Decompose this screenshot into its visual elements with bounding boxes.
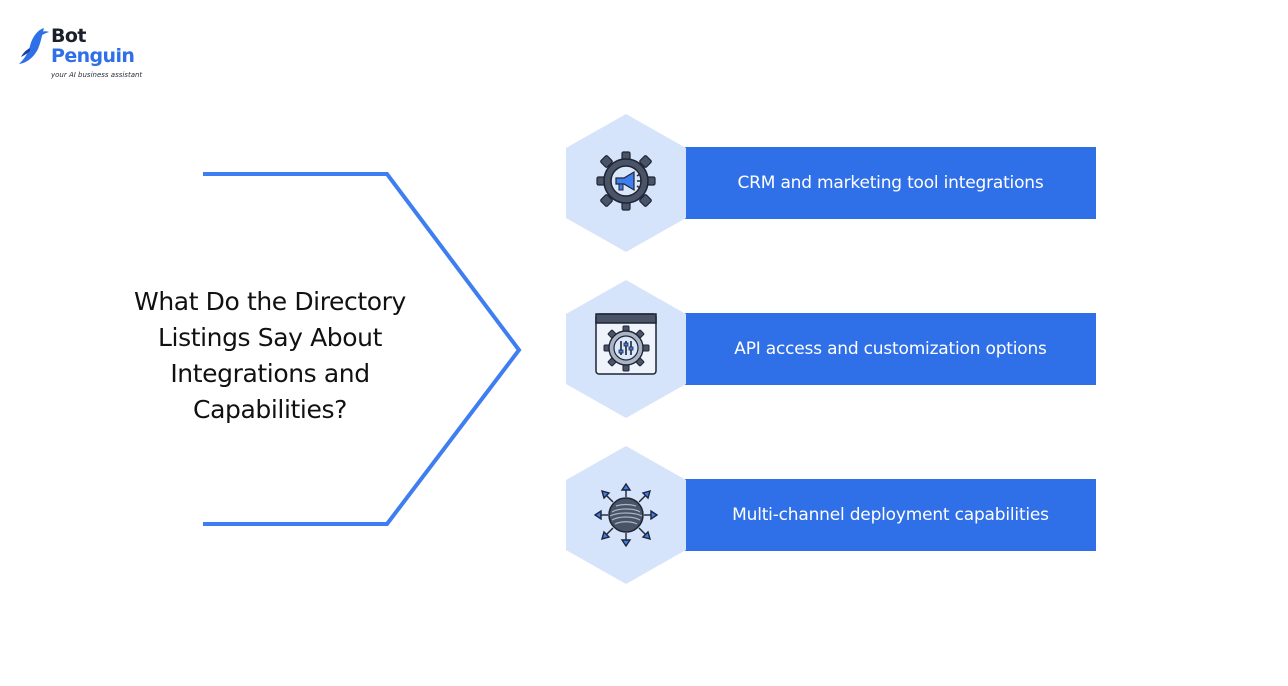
item-bar-multichannel: Multi-channel deployment capabilities bbox=[685, 479, 1096, 551]
item-bar-crm: CRM and marketing tool integrations bbox=[685, 147, 1096, 219]
brand-logo: Bot Penguin your AI business assistant bbox=[18, 24, 158, 82]
brand-name-second: Penguin bbox=[51, 45, 135, 67]
brand-name-first: Bot bbox=[51, 25, 86, 47]
item-label-api: API access and customization options bbox=[734, 339, 1047, 359]
item-label-crm: CRM and marketing tool integrations bbox=[737, 173, 1044, 193]
network-globe-arrows-icon bbox=[594, 483, 658, 547]
brand-tagline: your AI business assistant bbox=[51, 71, 143, 79]
central-question: What Do the Directory Listings Say About… bbox=[134, 287, 406, 424]
penguin-logo-icon bbox=[19, 28, 49, 64]
settings-window-icon bbox=[595, 313, 657, 375]
item-label-multichannel: Multi-channel deployment capabilities bbox=[732, 505, 1049, 525]
megaphone-gear-icon bbox=[596, 151, 656, 211]
item-bar-api: API access and customization options bbox=[685, 313, 1096, 385]
